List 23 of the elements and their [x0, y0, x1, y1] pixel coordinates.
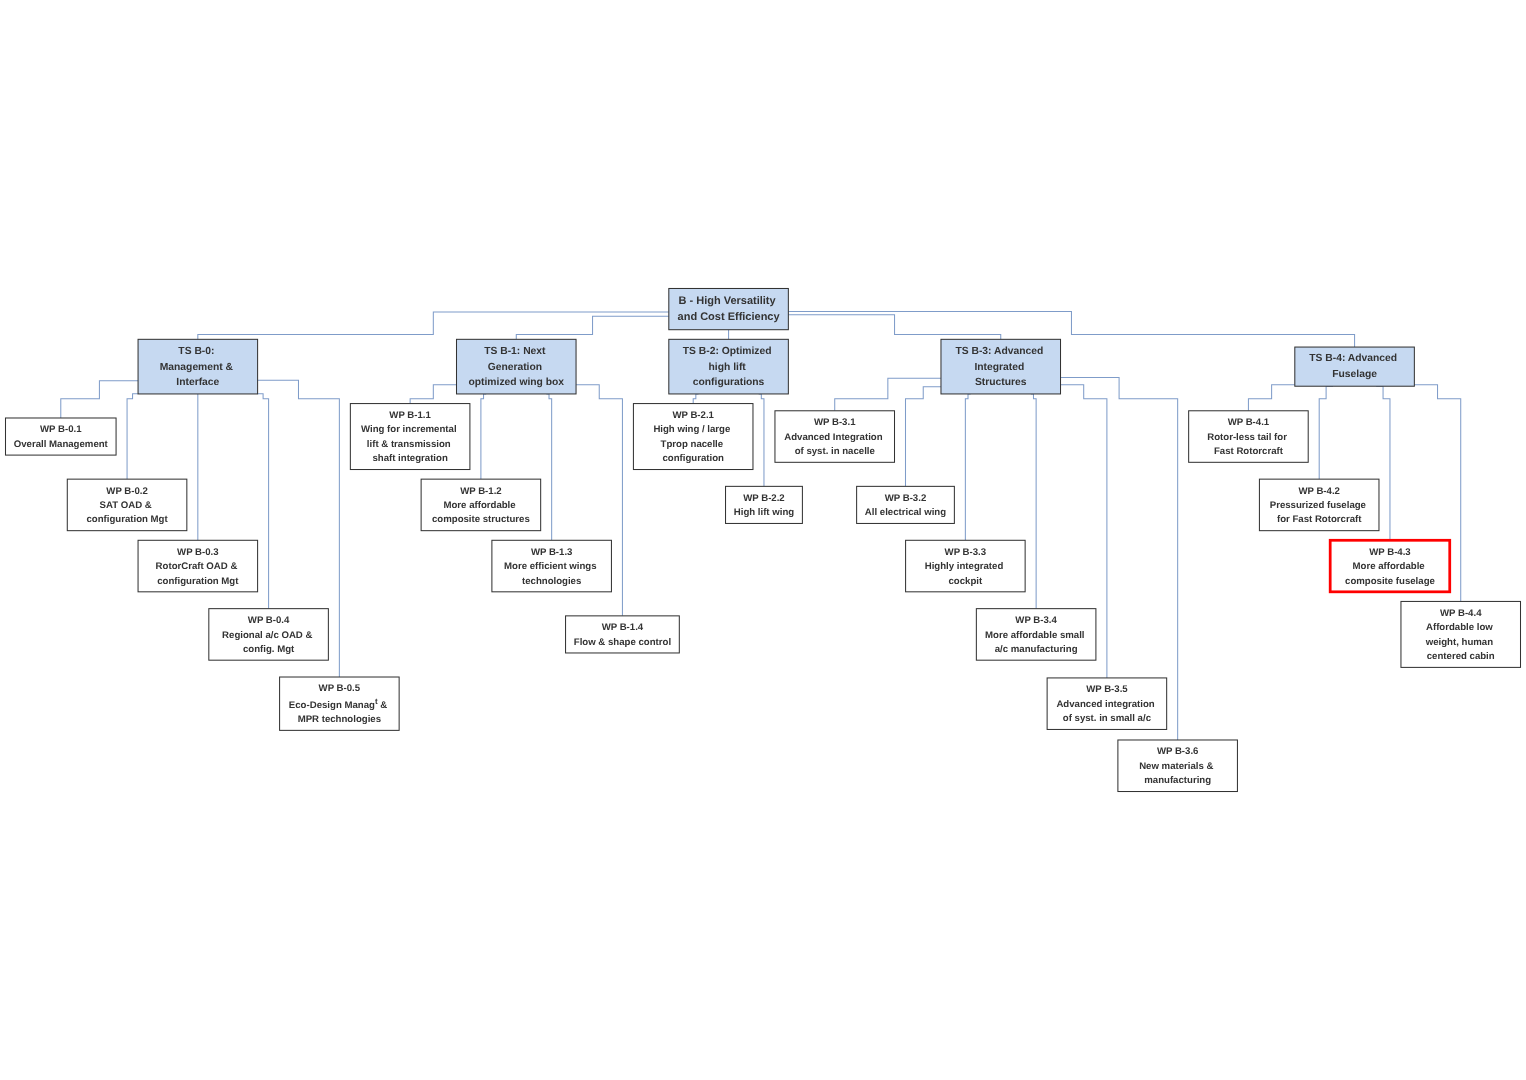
connector	[515, 315, 670, 340]
connector	[1060, 376, 1179, 741]
connector	[197, 311, 670, 340]
connector	[1247, 384, 1296, 412]
connector	[834, 377, 942, 412]
connector	[197, 393, 199, 541]
connector	[60, 380, 139, 419]
connector	[575, 384, 623, 617]
connector	[126, 393, 139, 480]
connector	[257, 379, 340, 678]
connector	[480, 393, 487, 480]
connector	[964, 393, 972, 541]
connector	[1060, 384, 1108, 679]
connector	[905, 386, 942, 487]
connector	[758, 393, 765, 487]
connector	[787, 314, 1002, 340]
connector	[409, 384, 458, 405]
connector	[545, 393, 553, 541]
connector	[728, 329, 730, 340]
connector	[257, 393, 270, 610]
connector	[1413, 384, 1462, 602]
connector	[787, 311, 1356, 348]
connector	[1030, 393, 1037, 610]
